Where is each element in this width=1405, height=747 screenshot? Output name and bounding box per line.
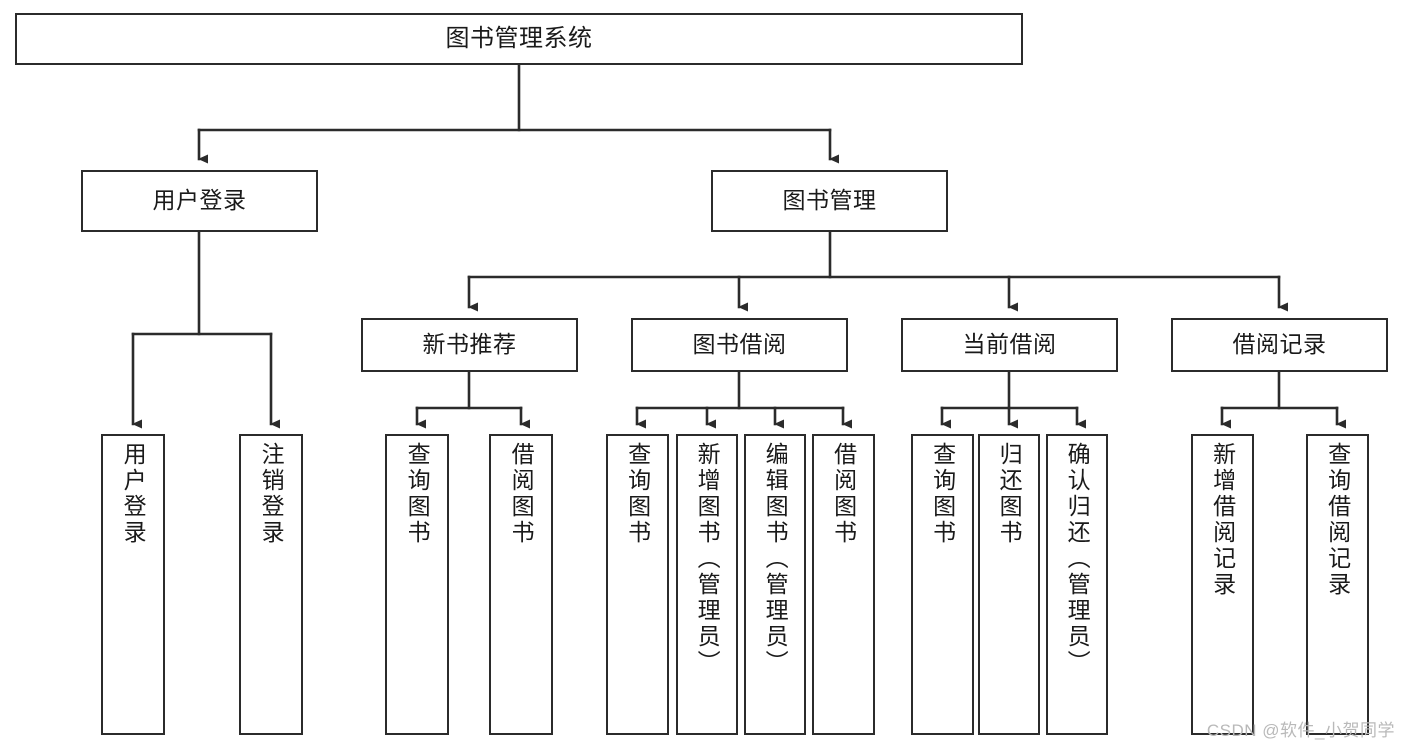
leaf-borrow-book-recommend[interactable]: 借阅图书 [489, 434, 553, 735]
node-label: 当前借阅 [962, 331, 1057, 358]
node-new-book-recommend[interactable]: 新书推荐 [361, 318, 578, 372]
leaf-query-book-recommend[interactable]: 查询图书 [385, 434, 449, 735]
node-label: 图书管理系统 [445, 24, 593, 52]
node-book-management-system[interactable]: 图书管理系统 [15, 13, 1023, 65]
leaf-return-book[interactable]: 归还图书 [978, 434, 1040, 735]
node-label: 图书管理 [782, 187, 877, 214]
leaf-edit-book[interactable]: 编辑图书（管理员） [744, 434, 806, 735]
node-label: 编辑图书（管理员） [762, 442, 789, 676]
node-label: 用户登录 [120, 442, 147, 546]
node-book-borrow[interactable]: 图书借阅 [631, 318, 848, 372]
node-book-manage[interactable]: 图书管理 [711, 170, 948, 232]
leaf-user-logout[interactable]: 注销登录 [239, 434, 303, 735]
node-label: 新增借阅记录 [1209, 442, 1236, 598]
leaf-query-book-borrow[interactable]: 查询图书 [606, 434, 669, 735]
node-label: 查询图书 [624, 442, 651, 546]
node-label: 查询图书 [404, 442, 431, 546]
csdn-watermark: CSDN @软件_小贺同学 [1206, 721, 1395, 740]
node-label: 新增图书（管理员） [694, 442, 721, 676]
node-label: 确认归还（管理员） [1064, 442, 1091, 676]
node-label: 借阅记录 [1232, 331, 1327, 358]
node-label: 借阅图书 [508, 442, 535, 546]
node-borrow-record[interactable]: 借阅记录 [1171, 318, 1388, 372]
leaf-add-book[interactable]: 新增图书（管理员） [676, 434, 738, 735]
leaf-borrow-book[interactable]: 借阅图书 [812, 434, 875, 735]
leaf-user-login[interactable]: 用户登录 [101, 434, 165, 735]
leaf-add-borrow-record[interactable]: 新增借阅记录 [1191, 434, 1254, 735]
node-current-borrow[interactable]: 当前借阅 [901, 318, 1118, 372]
leaf-query-book-current[interactable]: 查询图书 [911, 434, 974, 735]
node-label: 借阅图书 [830, 442, 857, 546]
node-label: 查询借阅记录 [1324, 442, 1351, 598]
leaf-confirm-return[interactable]: 确认归还（管理员） [1046, 434, 1108, 735]
node-label: 用户登录 [152, 187, 247, 214]
node-label: 图书借阅 [692, 331, 787, 358]
node-label: 归还图书 [996, 442, 1023, 546]
node-user-login[interactable]: 用户登录 [81, 170, 318, 232]
leaf-query-borrow-record[interactable]: 查询借阅记录 [1306, 434, 1369, 735]
node-label: 查询图书 [929, 442, 956, 546]
node-label: 新书推荐 [422, 331, 517, 358]
node-label: 注销登录 [258, 442, 285, 546]
